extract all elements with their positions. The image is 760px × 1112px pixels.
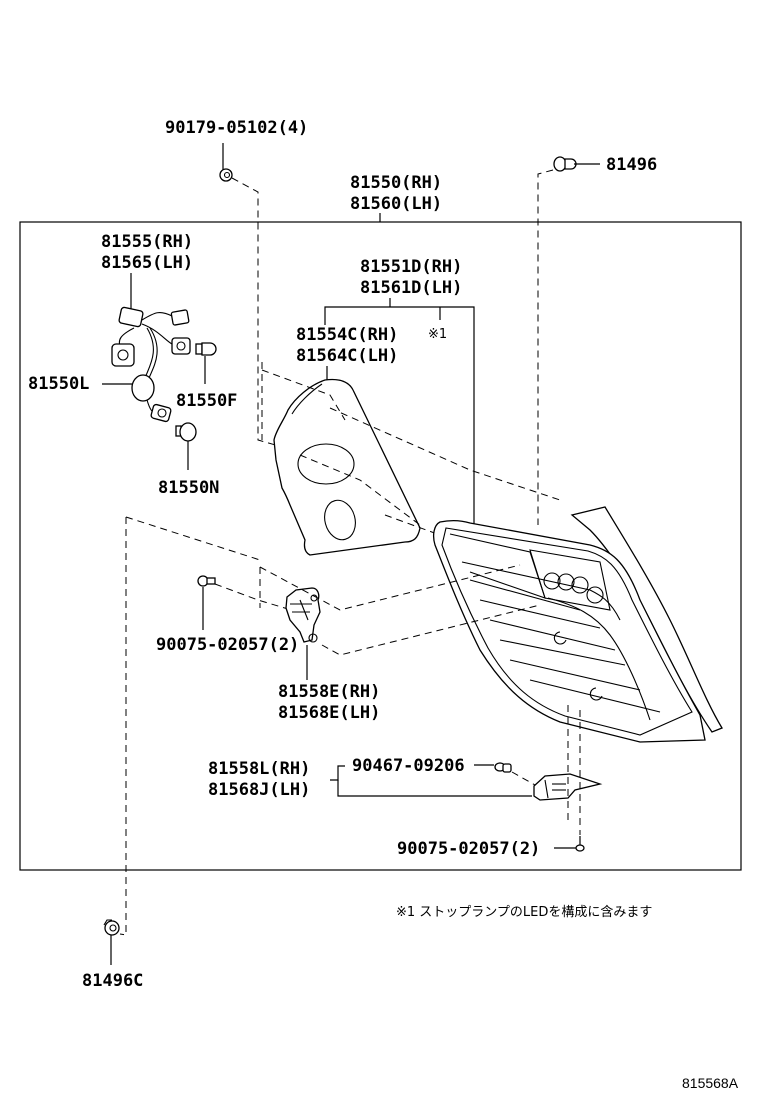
guide-line-gasket-1	[261, 369, 346, 421]
label-81550-rh[interactable]: 81550(RH)	[350, 173, 442, 193]
label-81564C-lh[interactable]: 81564C(LH)	[296, 346, 398, 366]
footnote-text: ※1 ストップランプのLEDを構成に含みます	[396, 904, 652, 920]
guide-line-gasket-2	[329, 407, 561, 501]
label-81568J-lh[interactable]: 81568J(LH)	[208, 780, 310, 800]
socket-wire-harness[interactable]	[111, 306, 191, 423]
label-81496C[interactable]: 81496C	[82, 971, 143, 991]
illustration-code: 815568A	[682, 1075, 739, 1091]
label-81561D-lh[interactable]: 81561D(LH)	[360, 278, 462, 298]
guide-line-clip-top	[537, 169, 554, 525]
gasket-81554C[interactable]	[273, 378, 421, 556]
screw-90179-05102[interactable]	[219, 143, 233, 182]
label-81555-rh[interactable]: 81555(RH)	[101, 232, 193, 252]
label-81550F[interactable]: 81550F	[176, 391, 237, 411]
label-81565-lh[interactable]: 81565(LH)	[101, 253, 193, 273]
tail-lamp-81551D[interactable]	[433, 506, 723, 743]
label-81550L[interactable]: 81550L	[28, 374, 89, 394]
leader-lens-housing	[324, 306, 475, 525]
guide-line-bracket-e-2	[259, 564, 521, 611]
label-81568E-lh[interactable]: 81568E(LH)	[278, 703, 380, 723]
footnote-marker: ※1	[428, 327, 447, 342]
label-90467-09206[interactable]: 90467-09206	[352, 756, 465, 776]
label-81558L-rh[interactable]: 81558L(RH)	[208, 759, 310, 779]
bulb-81550N[interactable]	[175, 422, 197, 470]
guide-line-screw-mid	[214, 583, 299, 613]
guide-line-clip-bottom	[119, 517, 127, 936]
guide-line-bracket-e-3	[321, 604, 541, 656]
clip-81496C[interactable]	[103, 919, 120, 965]
leader-bracket-j	[337, 780, 532, 797]
bracket-81558L[interactable]	[533, 773, 603, 801]
guide-line-clip-small	[511, 771, 536, 786]
screw-90075-02057-bottom[interactable]	[554, 836, 585, 852]
guide-line-screw-top	[231, 177, 301, 453]
label-81560-lh[interactable]: 81560(LH)	[350, 194, 442, 214]
leader-bracket-l	[330, 765, 345, 781]
clip-90467-09206[interactable]	[494, 762, 512, 773]
label-81551D-rh[interactable]: 81551D(RH)	[360, 257, 462, 277]
screw-90075-02057-mid[interactable]	[197, 575, 216, 630]
label-81558E-rh[interactable]: 81558E(RH)	[278, 682, 380, 702]
bracket-81558E[interactable]	[285, 587, 321, 643]
clip-81496[interactable]	[553, 156, 600, 172]
label-81496[interactable]: 81496	[606, 155, 657, 175]
label-90179-05102[interactable]: 90179-05102(4)	[165, 118, 308, 138]
bulb-81550F[interactable]	[195, 342, 217, 384]
label-90075-02057-bottom[interactable]: 90075-02057(2)	[397, 839, 540, 859]
label-81554C-rh[interactable]: 81554C(RH)	[296, 325, 398, 345]
guide-line-gasket-3	[299, 454, 421, 526]
guide-line-left-upper	[125, 516, 261, 561]
label-90075-02057-mid[interactable]: 90075-02057(2)	[156, 635, 299, 655]
label-81550N[interactable]: 81550N	[158, 478, 219, 498]
